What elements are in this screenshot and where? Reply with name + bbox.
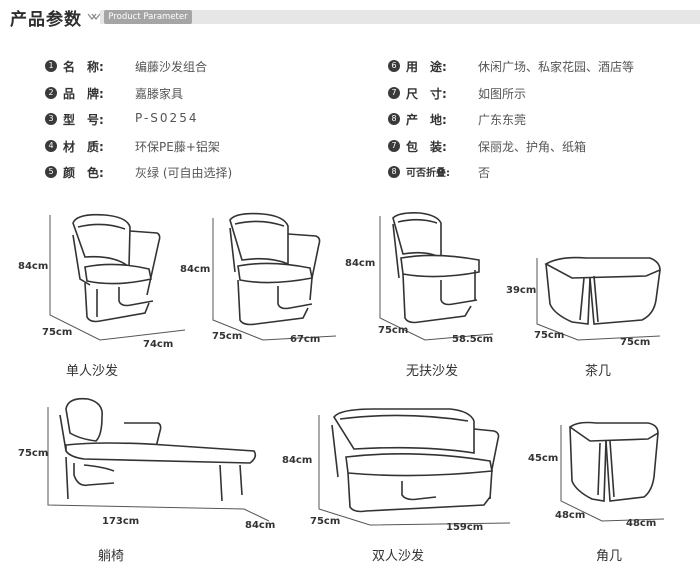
corner-table-drawing: [560, 421, 665, 522]
double-sofa-caption: 双人沙发: [372, 549, 425, 564]
param-row-name: 1 名 称: 编藤沙发组合: [45, 57, 345, 75]
corner-table-width-dim: 48cm: [626, 518, 657, 529]
corner-table-depth-dim: 48cm: [555, 510, 586, 521]
armless-sofa-height-dim: 84cm: [345, 258, 376, 269]
single-sofa-height-dim: 84cm: [18, 261, 49, 272]
param-label: 型 号:: [63, 113, 104, 127]
single-sofa-width-dim: 74cm: [143, 339, 174, 350]
param-number-badge: 3: [45, 113, 57, 125]
armchair-depth-dim: 75cm: [212, 331, 243, 342]
param-row-usage: 6 用 途: 休闲广场、私家花园、酒店等: [388, 57, 688, 75]
section-title: 产品参数: [10, 10, 82, 30]
param-row-size: 7 尺 寸: 如图所示: [388, 84, 688, 102]
param-label: 产 地:: [406, 113, 447, 127]
double-sofa-height-dim: 84cm: [282, 455, 313, 466]
coffee-table-depth-dim: 75cm: [534, 330, 565, 341]
armchair-height-dim: 84cm: [180, 264, 211, 275]
param-value: 灰绿 (可自由选择): [135, 166, 233, 180]
armchair-width-dim: 67cm: [290, 334, 321, 345]
coffee-table-height-dim: 39cm: [506, 285, 537, 296]
param-number-badge: 8: [388, 166, 400, 178]
param-value: 编藤沙发组合: [135, 60, 208, 74]
param-value: 环保PE藤+铝架: [135, 140, 220, 154]
param-label: 可否折叠:: [406, 168, 450, 179]
param-label: 颜 色:: [63, 166, 104, 180]
param-value: 休闲广场、私家花园、酒店等: [478, 60, 635, 74]
param-label: 品 牌:: [63, 87, 104, 101]
double-sofa-depth-dim: 75cm: [310, 516, 341, 527]
param-number-badge: 1: [45, 60, 57, 72]
lounger-caption: 躺椅: [98, 549, 125, 564]
double-sofa-drawing: [318, 408, 511, 526]
chevron-double-icon: [87, 13, 101, 20]
param-row-foldable: 8 可否折叠: 否: [388, 163, 688, 181]
param-label: 包 装:: [406, 140, 447, 154]
param-number-badge: 2: [45, 87, 57, 99]
param-value: 如图所示: [478, 87, 527, 101]
param-row-model: 3 型 号: P-S0254: [45, 110, 345, 128]
section-subtitle-pill: Product Parameter: [104, 10, 192, 24]
armchair-drawing: [212, 212, 337, 341]
param-number-badge: 7: [388, 140, 400, 152]
param-number-badge: 8: [388, 113, 400, 125]
lounger-length-dim: 173cm: [102, 516, 140, 527]
lounger-width-dim: 84cm: [245, 520, 276, 531]
armless-sofa-depth-dim: 75cm: [378, 325, 409, 336]
param-number-badge: 7: [388, 87, 400, 99]
param-row-brand: 2 品 牌: 嘉滕家具: [45, 84, 345, 102]
param-value: 保丽龙、护角、纸箱: [478, 140, 587, 154]
param-value: 嘉滕家具: [135, 87, 184, 101]
single-sofa-caption: 单人沙发: [66, 364, 119, 379]
param-row-origin: 8 产 地: 广东东莞: [388, 110, 688, 128]
param-row-packaging: 7 包 装: 保丽龙、护角、纸箱: [388, 137, 688, 155]
coffee-table-drawing: [536, 256, 661, 341]
header-bar: [100, 10, 700, 24]
single-sofa-depth-dim: 75cm: [42, 327, 73, 338]
double-sofa-width-dim: 159cm: [446, 522, 484, 533]
coffee-table-caption: 茶几: [585, 364, 612, 379]
param-row-color: 5 颜 色: 灰绿 (可自由选择): [45, 163, 345, 181]
param-value: 广东东莞: [478, 113, 527, 127]
param-label: 用 途:: [406, 60, 447, 74]
corner-table-caption: 角几: [596, 549, 623, 564]
param-label: 名 称:: [63, 60, 104, 74]
single-sofa-drawing: [49, 213, 186, 341]
param-value: P-S0254: [135, 111, 199, 125]
armless-sofa-width-dim: 58.5cm: [452, 334, 494, 345]
param-label: 材 质:: [63, 140, 104, 154]
param-value: 否: [478, 166, 491, 180]
lounger-height-dim: 75cm: [18, 448, 49, 459]
param-number-badge: 4: [45, 140, 57, 152]
param-number-badge: 6: [388, 60, 400, 72]
param-label: 尺 寸:: [406, 87, 447, 101]
armless-sofa-drawing: [379, 212, 494, 341]
coffee-table-width-dim: 75cm: [620, 337, 651, 348]
lounger-drawing: [47, 397, 270, 522]
corner-table-height-dim: 45cm: [528, 453, 559, 464]
armless-sofa-caption: 无扶沙发: [406, 364, 459, 379]
param-number-badge: 5: [45, 166, 57, 178]
param-row-material: 4 材 质: 环保PE藤+铝架: [45, 137, 345, 155]
